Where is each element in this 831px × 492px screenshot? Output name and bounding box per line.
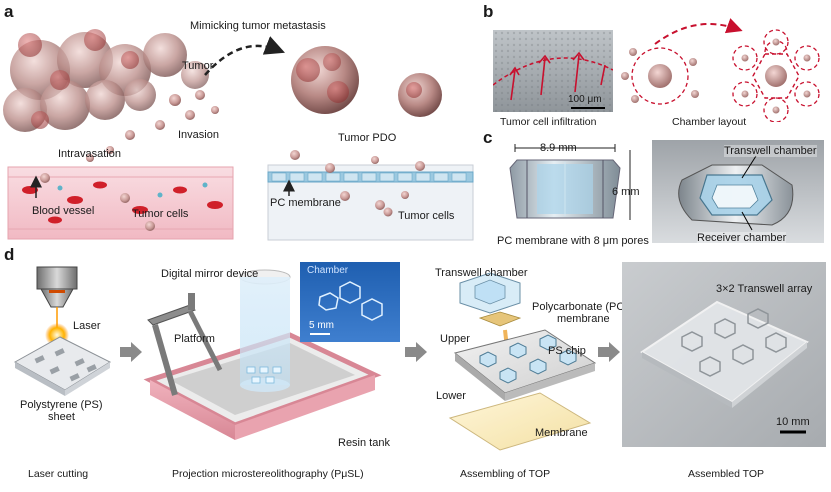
laser-cutting-render	[13, 266, 112, 396]
label-tumor-cells-left: Tumor cells	[132, 208, 189, 220]
panel-label-b: b	[483, 2, 494, 21]
chamber-photo	[300, 262, 400, 342]
chamber-layout-diagram	[621, 18, 820, 122]
label-pc-membrane-2: membrane	[557, 313, 610, 325]
panel-label-c: c	[483, 128, 493, 147]
label-lower: Lower	[436, 390, 466, 402]
label-tumor: Tumor	[182, 60, 214, 72]
label-ps-chip: PS chip	[548, 345, 586, 357]
label-platform: Platform	[174, 333, 215, 345]
label-invasion: Invasion	[178, 129, 219, 141]
pusl-printer-render	[143, 269, 382, 440]
scale-5mm: 5 mm	[309, 320, 334, 331]
caption-assembling: Assembling of TOP	[460, 468, 551, 480]
label-transwell-chamber-d: Transwell chamber	[435, 267, 528, 279]
dim-width: 8.9 mm	[540, 142, 577, 154]
tumor-tissue	[3, 29, 209, 132]
process-arrow-1	[120, 342, 142, 362]
top-assembly-render	[448, 272, 597, 451]
invading-cells	[86, 90, 219, 162]
caption-chamber-layout: Chamber layout	[672, 116, 747, 128]
scale-10mm: 10 mm	[776, 416, 810, 428]
process-arrow-3	[598, 342, 620, 362]
label-receiver-chamber: Receiver chamber	[697, 232, 787, 245]
caption-laser-cutting: Laser cutting	[28, 468, 89, 480]
process-arrow-2	[405, 342, 427, 362]
blood-vessel-left	[7, 166, 234, 240]
label-membrane: Membrane	[535, 427, 588, 439]
label-blood-vessel: Blood vessel	[32, 205, 95, 217]
label-resin-tank: Resin tank	[338, 437, 390, 449]
micrograph-infiltration	[493, 30, 613, 112]
label-ps-sheet-1: Polystyrene (PS)	[20, 399, 103, 411]
label-dmd: Digital mirror device	[161, 268, 259, 280]
tumor-pdo	[291, 46, 442, 117]
label-transwell-chamber-c: Transwell chamber	[724, 145, 817, 158]
metastasis-arrow	[204, 36, 285, 76]
label-pc-membrane: PC membrane	[270, 197, 341, 209]
dim-height: 6 mm	[612, 186, 640, 198]
transwell-schematic	[267, 150, 474, 241]
scale-100um: 100 μm	[568, 94, 602, 105]
label-laser: Laser	[73, 320, 101, 332]
label-transwell-array: 3×2 Transwell array	[716, 283, 813, 295]
caption-assembled: Assembled TOP	[688, 468, 765, 480]
panel-label-a: a	[4, 2, 14, 21]
label-upper: Upper	[440, 333, 470, 345]
label-pc-pores: PC membrane with 8 μm pores	[497, 235, 649, 247]
chamber-assembly-render	[652, 140, 824, 243]
label-ps-sheet-2: sheet	[48, 411, 75, 423]
panel-label-d: d	[4, 245, 15, 264]
assembled-top-photo	[622, 262, 826, 447]
label-intravasation: Intravasation	[58, 148, 121, 160]
label-pc-membrane-1: Polycarbonate (PC)	[532, 301, 628, 313]
caption-pusl: Projection microstereolithography (PμSL)	[172, 468, 364, 480]
metastasis-title: Mimicking tumor metastasis	[190, 20, 326, 32]
label-tumor-cells-right: Tumor cells	[398, 210, 455, 222]
label-chamber-photo: Chamber	[307, 265, 349, 276]
caption-infiltration: Tumor cell infiltration	[500, 116, 597, 128]
label-tumor-pdo: Tumor PDO	[338, 132, 397, 144]
panel-a-illustration	[3, 29, 474, 241]
transwell-chamber-render	[509, 144, 631, 220]
